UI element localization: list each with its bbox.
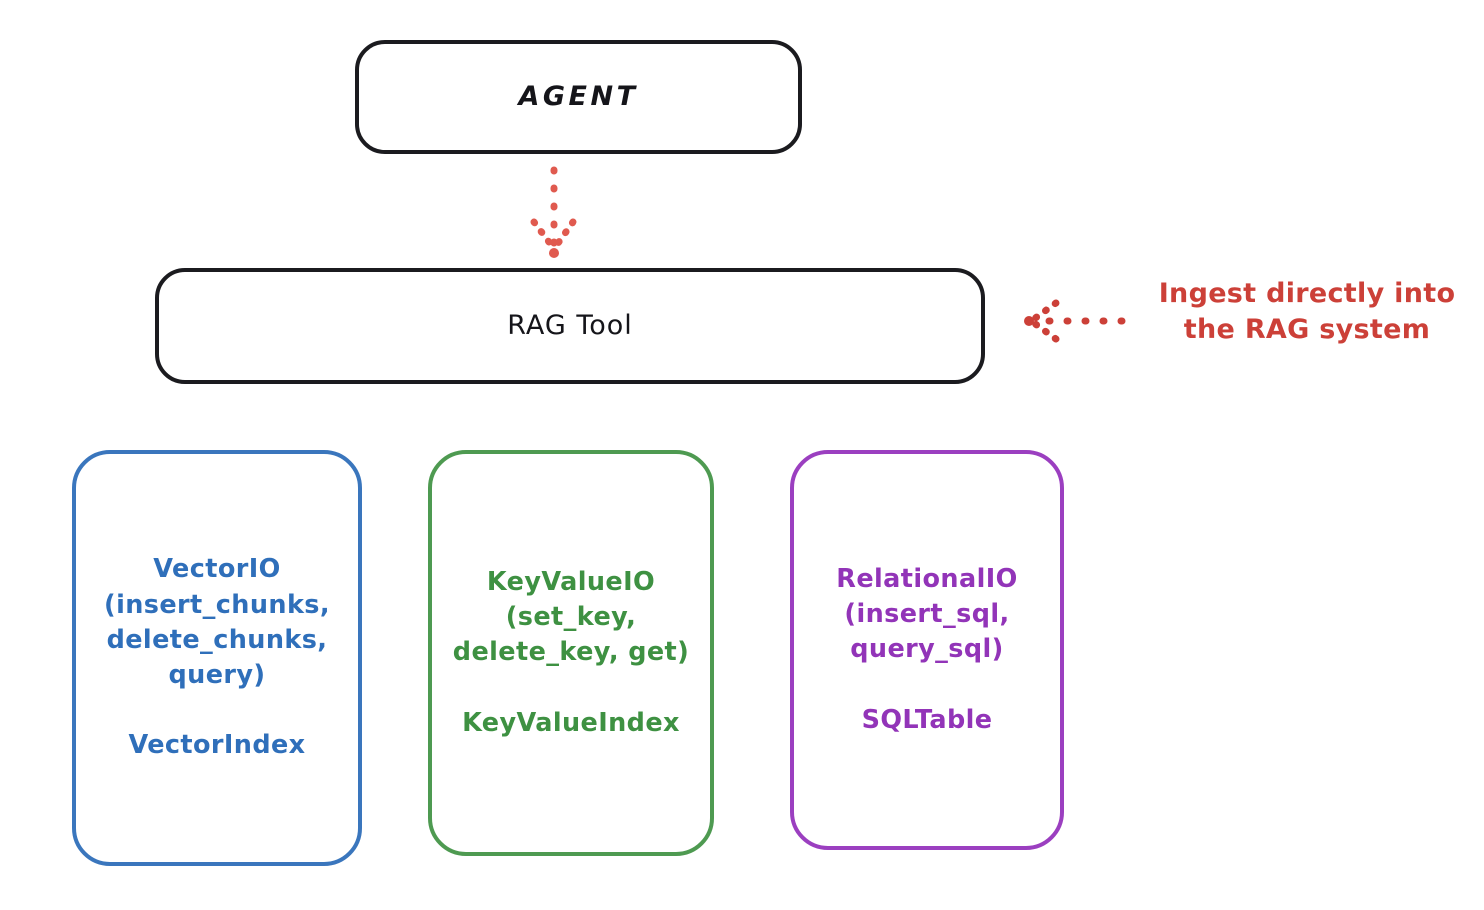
node-relational-io[interactable]: RelationalIO (insert_sql, query_sql) SQL… <box>790 450 1064 850</box>
node-relational-io-label: RelationalIO (insert_sql, query_sql) SQL… <box>836 564 1018 735</box>
arrow-agent-to-rag-tool <box>530 166 577 258</box>
node-key-value-io-label: KeyValueIO (set_key, delete_key, get) Ke… <box>452 567 690 738</box>
node-vector-io-label: VectorIO (insert_chunks, delete_chunks, … <box>104 554 330 761</box>
node-agent-label: AGENT <box>518 81 639 113</box>
node-vector-io[interactable]: VectorIO (insert_chunks, delete_chunks, … <box>72 450 362 866</box>
node-rag-tool[interactable]: RAG Tool <box>155 268 985 384</box>
node-agent[interactable]: AGENT <box>355 40 802 154</box>
node-key-value-io[interactable]: KeyValueIO (set_key, delete_key, get) Ke… <box>428 450 714 856</box>
annotation-ingest-text: Ingest directly into the RAG system <box>1158 278 1456 346</box>
node-rag-tool-label: RAG Tool <box>507 310 633 342</box>
arrow-ingest-to-rag-tool <box>1024 299 1126 343</box>
